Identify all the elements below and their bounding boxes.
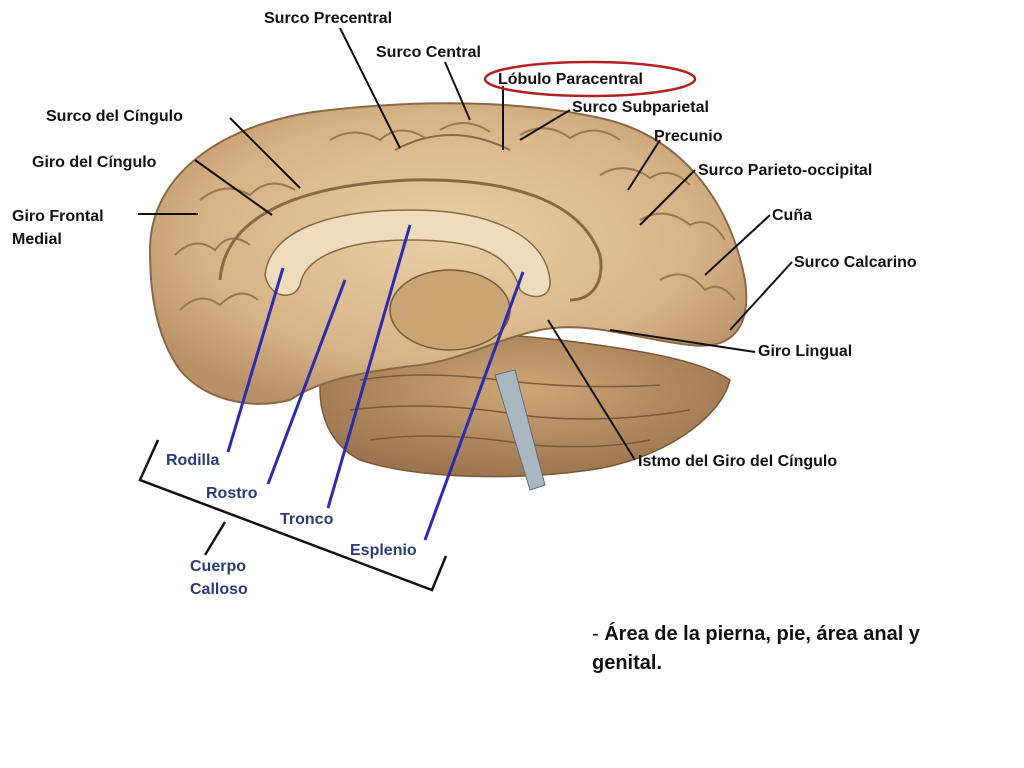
label-rodilla: Rodilla bbox=[166, 452, 219, 469]
caption-text: Área de la pierna, pie, área anal y geni… bbox=[592, 623, 920, 674]
label-giro-frontal-2: Medial bbox=[12, 231, 62, 248]
caption: - Área de la pierna, pie, área anal y ge… bbox=[592, 620, 992, 678]
label-tronco: Tronco bbox=[280, 511, 334, 528]
cerebral-hemisphere bbox=[148, 102, 748, 405]
label-surco-parieto-occipital: Surco Parieto-occipital bbox=[698, 162, 872, 179]
brainstem-tube bbox=[494, 369, 546, 491]
label-precunio: Precunio bbox=[654, 128, 723, 145]
label-surco-del-cingulo: Surco del Cíngulo bbox=[46, 108, 183, 125]
label-surco-precentral: Surco Precentral bbox=[264, 10, 392, 27]
label-esplenio: Esplenio bbox=[350, 542, 417, 559]
highlight-ellipse bbox=[483, 60, 697, 98]
caption-dash: - bbox=[592, 623, 605, 645]
corpus-callosum-bracket bbox=[138, 439, 448, 592]
label-istmo: Istmo del Giro del Cíngulo bbox=[638, 453, 837, 470]
label-surco-calcarino: Surco Calcarino bbox=[794, 254, 917, 271]
label-giro-lingual: Giro Lingual bbox=[758, 343, 852, 360]
label-giro-del-cingulo: Giro del Cíngulo bbox=[32, 154, 157, 171]
label-lobulo-paracentral: Lóbulo Paracentral bbox=[498, 71, 643, 88]
label-surco-central: Surco Central bbox=[376, 44, 481, 61]
label-calloso: Calloso bbox=[190, 581, 248, 598]
corpus-callosum-lines bbox=[226, 224, 525, 541]
label-cuna: Cuña bbox=[772, 207, 812, 224]
label-surco-subparietal: Surco Subparietal bbox=[572, 99, 709, 116]
label-rostro: Rostro bbox=[206, 485, 258, 502]
label-cuerpo: Cuerpo bbox=[190, 558, 246, 575]
label-giro-frontal-1: Giro Frontal bbox=[12, 208, 104, 225]
leader-lines bbox=[138, 27, 793, 461]
